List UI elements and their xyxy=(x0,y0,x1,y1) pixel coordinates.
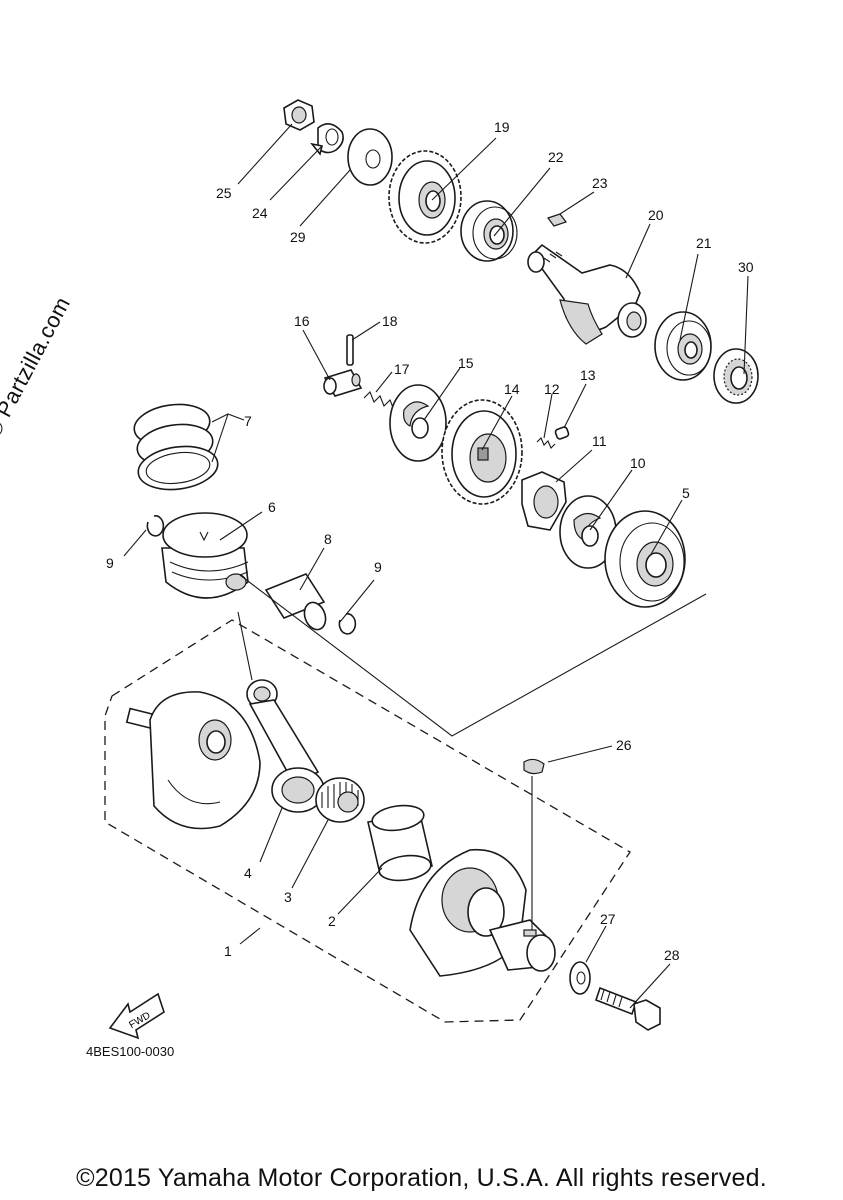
part-small-spring xyxy=(536,437,556,449)
callout-19: 19 xyxy=(494,119,510,135)
part-circlip-left xyxy=(146,515,165,537)
callout-23: 23 xyxy=(592,175,608,191)
callout-1: 1 xyxy=(224,943,232,959)
part-crank-washer xyxy=(569,961,591,995)
part-collar xyxy=(521,471,567,531)
callout-5: 5 xyxy=(682,485,690,501)
copyright-notice: ©2015 Yamaha Motor Corporation, U.S.A. A… xyxy=(76,1164,767,1192)
part-connecting-rod xyxy=(246,679,325,813)
callout-numbers: 25 24 29 19 22 23 20 21 30 16 18 17 15 1… xyxy=(106,119,754,963)
drawing-code: 4BES100-0030 xyxy=(86,1044,175,1059)
fwd-arrow-icon: FWD xyxy=(108,992,165,1040)
callout-9-right: 9 xyxy=(374,559,382,575)
callout-16: 16 xyxy=(294,313,310,329)
callout-9-left: 9 xyxy=(106,555,114,571)
callout-21: 21 xyxy=(696,235,712,251)
callout-22: 22 xyxy=(548,149,564,165)
part-balancer-gear xyxy=(388,150,462,244)
part-piston xyxy=(161,512,249,599)
callout-15: 15 xyxy=(458,355,474,371)
part-lock-washer xyxy=(310,123,344,156)
callout-28: 28 xyxy=(664,947,680,963)
part-crank-bolt xyxy=(595,986,661,1031)
callout-30: 30 xyxy=(738,259,754,275)
callout-29: 29 xyxy=(290,229,306,245)
part-spring xyxy=(363,391,395,411)
part-cam-gear xyxy=(441,399,523,505)
part-balancer-shaft xyxy=(527,243,647,345)
part-decomp-shaft xyxy=(323,369,363,397)
part-piston-pin xyxy=(264,573,327,631)
part-piston-rings xyxy=(133,403,219,491)
part-bearing-upper-left xyxy=(460,200,518,262)
part-small-pin xyxy=(554,426,570,440)
callout-8: 8 xyxy=(324,531,332,547)
callout-leaders xyxy=(123,123,749,1009)
part-circlip-right xyxy=(338,613,357,635)
part-decomp-plate xyxy=(389,384,447,462)
part-woodruff-key-small xyxy=(547,213,567,227)
callout-27: 27 xyxy=(600,911,616,927)
callout-6: 6 xyxy=(268,499,276,515)
part-pin xyxy=(346,334,354,366)
callout-11: 11 xyxy=(592,433,607,449)
callout-10: 10 xyxy=(630,455,646,471)
part-crank-web-right xyxy=(409,848,556,977)
callout-25: 25 xyxy=(216,185,232,201)
callout-17: 17 xyxy=(394,361,410,377)
crank-assembly-outline xyxy=(104,619,631,1023)
callout-4: 4 xyxy=(244,865,252,881)
callout-7: 7 xyxy=(244,413,252,429)
callout-12: 12 xyxy=(544,381,560,397)
callout-26: 26 xyxy=(616,737,632,753)
callout-18: 18 xyxy=(382,313,398,329)
part-needle-bearing-upper xyxy=(713,348,759,404)
part-crank-web-left xyxy=(125,691,261,830)
part-crank-needle-bearing xyxy=(315,777,365,823)
callout-14: 14 xyxy=(504,381,520,397)
part-bearing-upper-right xyxy=(654,311,712,381)
callout-3: 3 xyxy=(284,889,292,905)
callout-13: 13 xyxy=(580,367,596,383)
callout-20: 20 xyxy=(648,207,664,223)
callout-2: 2 xyxy=(328,913,336,929)
part-crank-woodruff-key xyxy=(523,758,545,775)
part-main-bearing xyxy=(604,510,686,608)
part-nut xyxy=(283,99,315,131)
part-washer-plate xyxy=(347,128,393,186)
part-crank-pin xyxy=(367,804,433,882)
callout-24: 24 xyxy=(252,205,268,221)
